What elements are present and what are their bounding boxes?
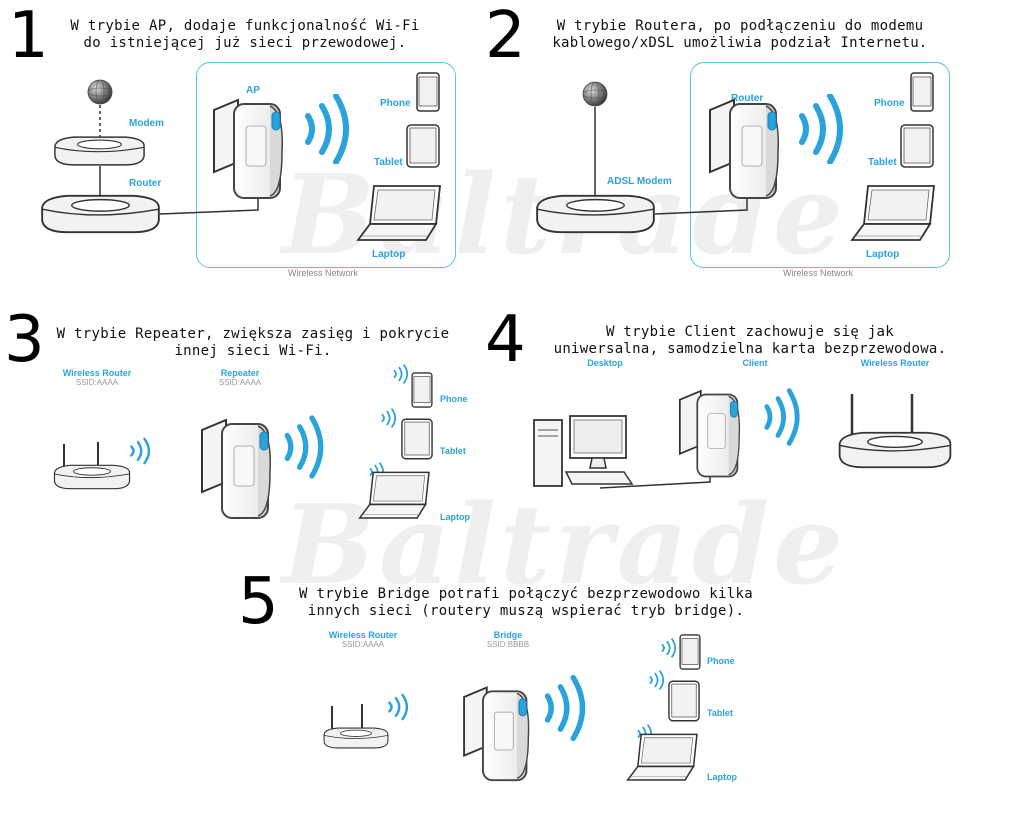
mode-5-router-waves-icon [386, 690, 408, 724]
mode-1-laptop-icon [356, 184, 446, 244]
mode-3-repeater-device-icon [200, 412, 280, 522]
mode-5-laptop-label: Laptop [707, 772, 737, 782]
mode-5-phone-waves-icon [660, 638, 676, 658]
mode-4-client-label: Client [742, 358, 768, 368]
mode-2-wireless-network-caption: Wireless Network [783, 268, 854, 278]
mode-1-description: W trybie AP, dodaje funkcjonalność Wi-Fi… [50, 18, 440, 52]
mode-4-wireless-router-label: Wireless Router [860, 358, 930, 368]
mode-3-tablet-label: Tablet [440, 446, 466, 456]
mode-2-number: 2 [485, 0, 526, 73]
mode-1-description-line-2: do istniejącej już sieci przewodowej. [83, 35, 407, 51]
mode-2-phone-icon [910, 72, 934, 112]
mode-1-wireless-network-caption: Wireless Network [288, 268, 359, 278]
mode-2-adsl-modem-icon [533, 192, 658, 236]
mode-2-tablet-icon [900, 124, 934, 168]
mode-1-modem-label: Modem [129, 118, 164, 129]
mode-3-phone-icon [411, 372, 433, 408]
mode-3-repeater-label: Repeater [220, 368, 260, 378]
mode-1-modem-icon [52, 134, 147, 168]
mode-5-number: 5 [238, 565, 279, 639]
mode-4-client-waves-icon [762, 384, 802, 450]
mode-2-router-waves-icon [796, 94, 846, 164]
mode-1-phone-icon [416, 72, 440, 112]
mode-3-laptop-label: Laptop [440, 512, 470, 522]
mode-2-phone-label: Phone [874, 98, 905, 109]
mode-5-description-line-1: W trybie Bridge potrafi połączyć bezprze… [299, 586, 753, 602]
mode-2-router-label: Router [731, 93, 764, 104]
mode-2-globe-icon [580, 79, 610, 109]
mode-3-wireless-router-ssid: SSID:AAAA [75, 378, 119, 387]
mode-3-tablet-icon [401, 418, 433, 460]
mode-3-repeater-waves-icon [282, 412, 326, 482]
mode-4-desktop-label: Desktop [587, 358, 623, 368]
mode-1-tablet-label: Tablet [374, 157, 403, 168]
mode-2-wireless-network-box [690, 62, 950, 268]
mode-2-description-line-2: kablowego/xDSL umożliwia podział Interne… [552, 35, 928, 51]
mode-1-number: 1 [8, 0, 49, 73]
mode-2-globe-line [594, 107, 596, 199]
mode-3-router-waves-icon [128, 434, 150, 468]
mode-4-description-line-1: W trybie Client zachowuje się jak [605, 324, 895, 340]
mode-5-bridge-waves-icon [542, 668, 588, 748]
mode-3-tablet-waves-icon [380, 408, 396, 428]
mode-1-description-line-1: W trybie AP, dodaje funkcjonalność Wi-Fi [70, 18, 420, 34]
mode-5-bridge-device-icon [462, 680, 538, 784]
mode-3-wireless-router-icon [53, 442, 131, 490]
mode-1-phone-label: Phone [380, 98, 411, 109]
mode-2-laptop-icon [850, 184, 940, 244]
mode-2-description-line-1: W trybie Routera, po podłączeniu do mode… [556, 18, 924, 34]
mode-5-phone-icon [679, 634, 701, 670]
mode-5-laptop-icon [626, 732, 702, 784]
mode-3-phone-label: Phone [440, 394, 468, 404]
mode-5-description: W trybie Bridge potrafi połączyć bezprze… [286, 586, 766, 620]
mode-1-modem-line [99, 105, 101, 145]
mode-2-tablet-label: Tablet [868, 157, 897, 168]
mode-4-wireless-router-icon [838, 394, 952, 469]
mode-5-wireless-router-ssid: SSID:AAAA [341, 640, 385, 649]
mode-5-bridge-label: Bridge [493, 630, 523, 640]
mode-3-description: W trybie Repeater, zwiększa zasięg i pok… [48, 326, 458, 360]
mode-4-description: W trybie Client zachowuje się jak uniwer… [530, 324, 970, 358]
mode-3-repeater-ssid: SSID:AAAA [218, 378, 262, 387]
mode-1-modem-router-line [99, 166, 101, 196]
mode-2-description: W trybie Routera, po podłączeniu do mode… [530, 18, 950, 52]
mode-5-phone-label: Phone [707, 656, 735, 666]
mode-1-ap-waves-icon [302, 94, 352, 164]
mode-5-tablet-label: Tablet [707, 708, 733, 718]
mode-1-tablet-icon [406, 124, 440, 168]
mode-3-description-line-2: innej sieci Wi-Fi. [174, 343, 332, 359]
mode-2-laptop-label: Laptop [866, 249, 900, 260]
mode-3-laptop-icon [358, 470, 434, 522]
mode-5-wireless-router-icon [323, 704, 389, 749]
mode-1-globe-icon [85, 77, 115, 107]
mode-5-tablet-waves-icon [648, 670, 664, 690]
mode-1-ap-label: AP [246, 85, 260, 96]
mode-4-client-device-icon [678, 384, 748, 480]
mode-1-wireless-network-box [196, 62, 456, 268]
mode-1-ap-device-icon [212, 92, 292, 202]
mode-2-adsl-modem-label: ADSL Modem [607, 176, 672, 187]
mode-2-modem-router-cable [654, 194, 748, 215]
mode-2-router-device-icon [708, 92, 788, 202]
mode-3-description-line-1: W trybie Repeater, zwiększa zasięg i pok… [56, 326, 450, 342]
mode-3-number: 3 [4, 303, 45, 377]
mode-4-number: 4 [485, 303, 526, 377]
mode-5-bridge-ssid: SSID:BBBB [486, 640, 530, 649]
mode-1-laptop-label: Laptop [372, 249, 406, 260]
mode-5-tablet-icon [668, 680, 700, 722]
mode-1-router-ap-cable [159, 196, 259, 215]
mode-5-description-line-2: innych sieci (routery muszą wspierać try… [307, 603, 745, 619]
mode-3-phone-waves-icon [392, 364, 408, 384]
mode-4-description-line-2: uniwersalna, samodzielna karta bezprzewo… [553, 341, 947, 357]
mode-1-router-icon [38, 192, 163, 236]
mode-1-router-label: Router [129, 178, 162, 189]
mode-3-wireless-router-label: Wireless Router [62, 368, 132, 378]
mode-5-wireless-router-label: Wireless Router [328, 630, 398, 640]
